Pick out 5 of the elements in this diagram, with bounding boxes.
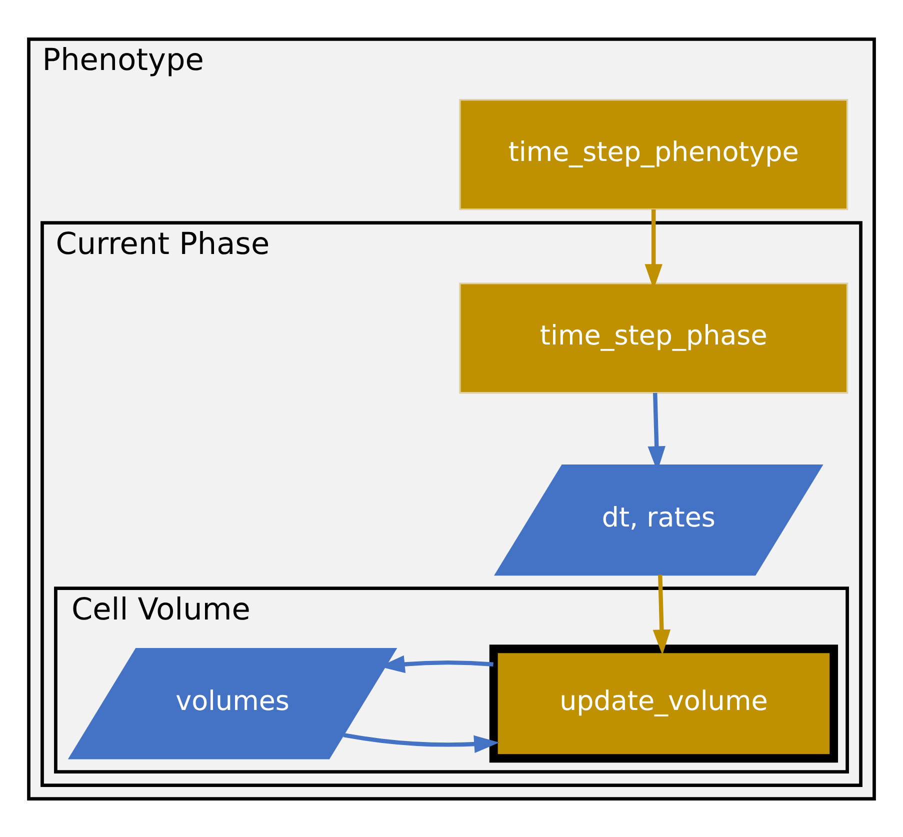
- node-box: update_volume: [489, 644, 838, 762]
- node-box: time_step_phenotype: [459, 98, 848, 210]
- arrow: [343, 732, 500, 752]
- node-box: time_step_phase: [459, 282, 848, 394]
- arrow: [652, 574, 671, 654]
